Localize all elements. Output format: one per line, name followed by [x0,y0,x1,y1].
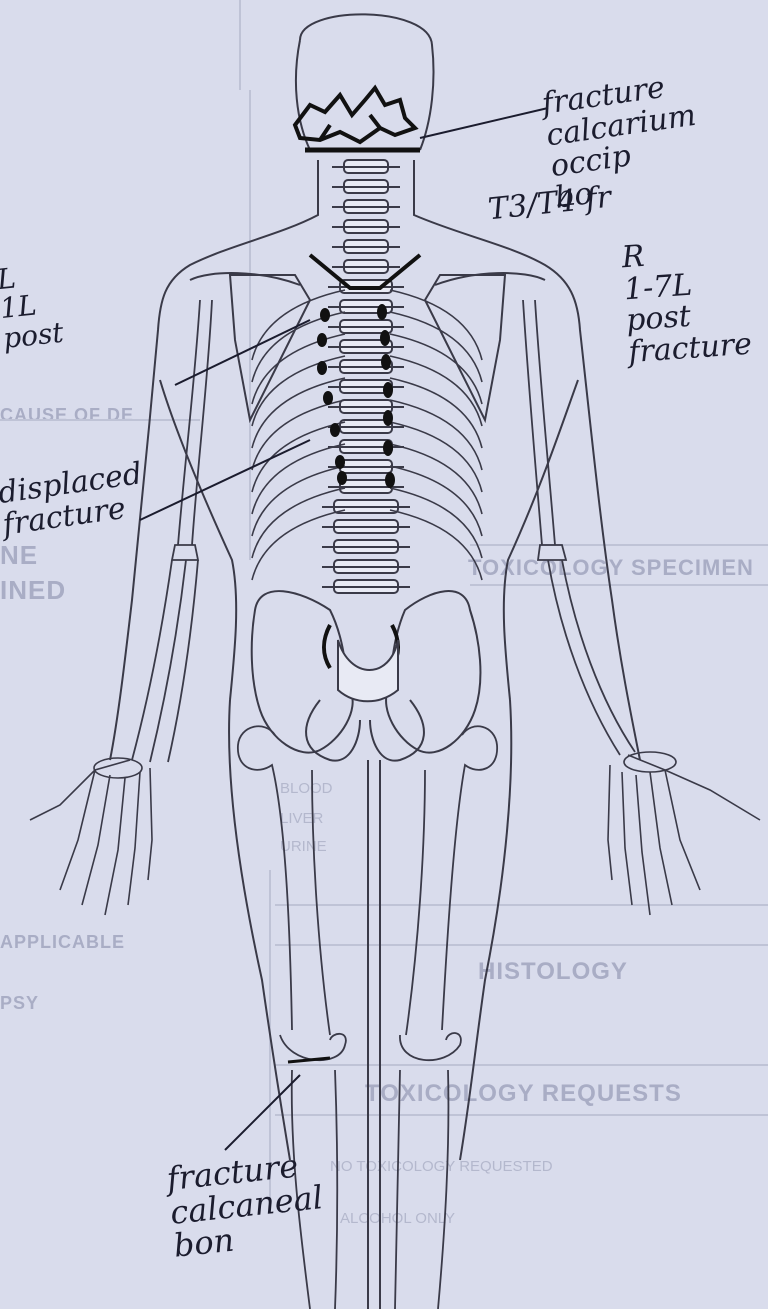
rib-fracture-dot-left [323,391,333,405]
rib-fracture-dot-right [383,440,393,456]
right-hand [608,752,760,915]
left-rib [252,510,345,580]
left-hand [30,758,152,915]
rib-fracture-dot-right [385,472,395,488]
rib-fracture-dot-left [320,308,330,322]
rib-fracture-dot-right [377,304,387,320]
rib-fracture-dot-left [317,333,327,347]
annotation-heel-fracture: fracture calcaneal bon [165,1147,328,1263]
rib-fracture-dot-left [337,471,347,485]
right-rib [390,510,482,580]
skull-fracture-mark [295,88,420,150]
rib-fracture-dot-right [383,410,393,426]
rib-fracture-dot-right [381,354,391,370]
annotation-right-side: R 1-7L post fracture [621,234,753,368]
annotation-left-side: L 1L post [0,259,65,353]
rib-fracture-dot-left [335,455,345,469]
spine [322,160,410,593]
rib-fracture-dot-left [330,423,340,437]
rib-fracture-dot-left [317,361,327,375]
pelvis [252,591,481,761]
rib-fracture-dot-right [380,330,390,346]
rib-fracture-dot-right [383,382,393,398]
